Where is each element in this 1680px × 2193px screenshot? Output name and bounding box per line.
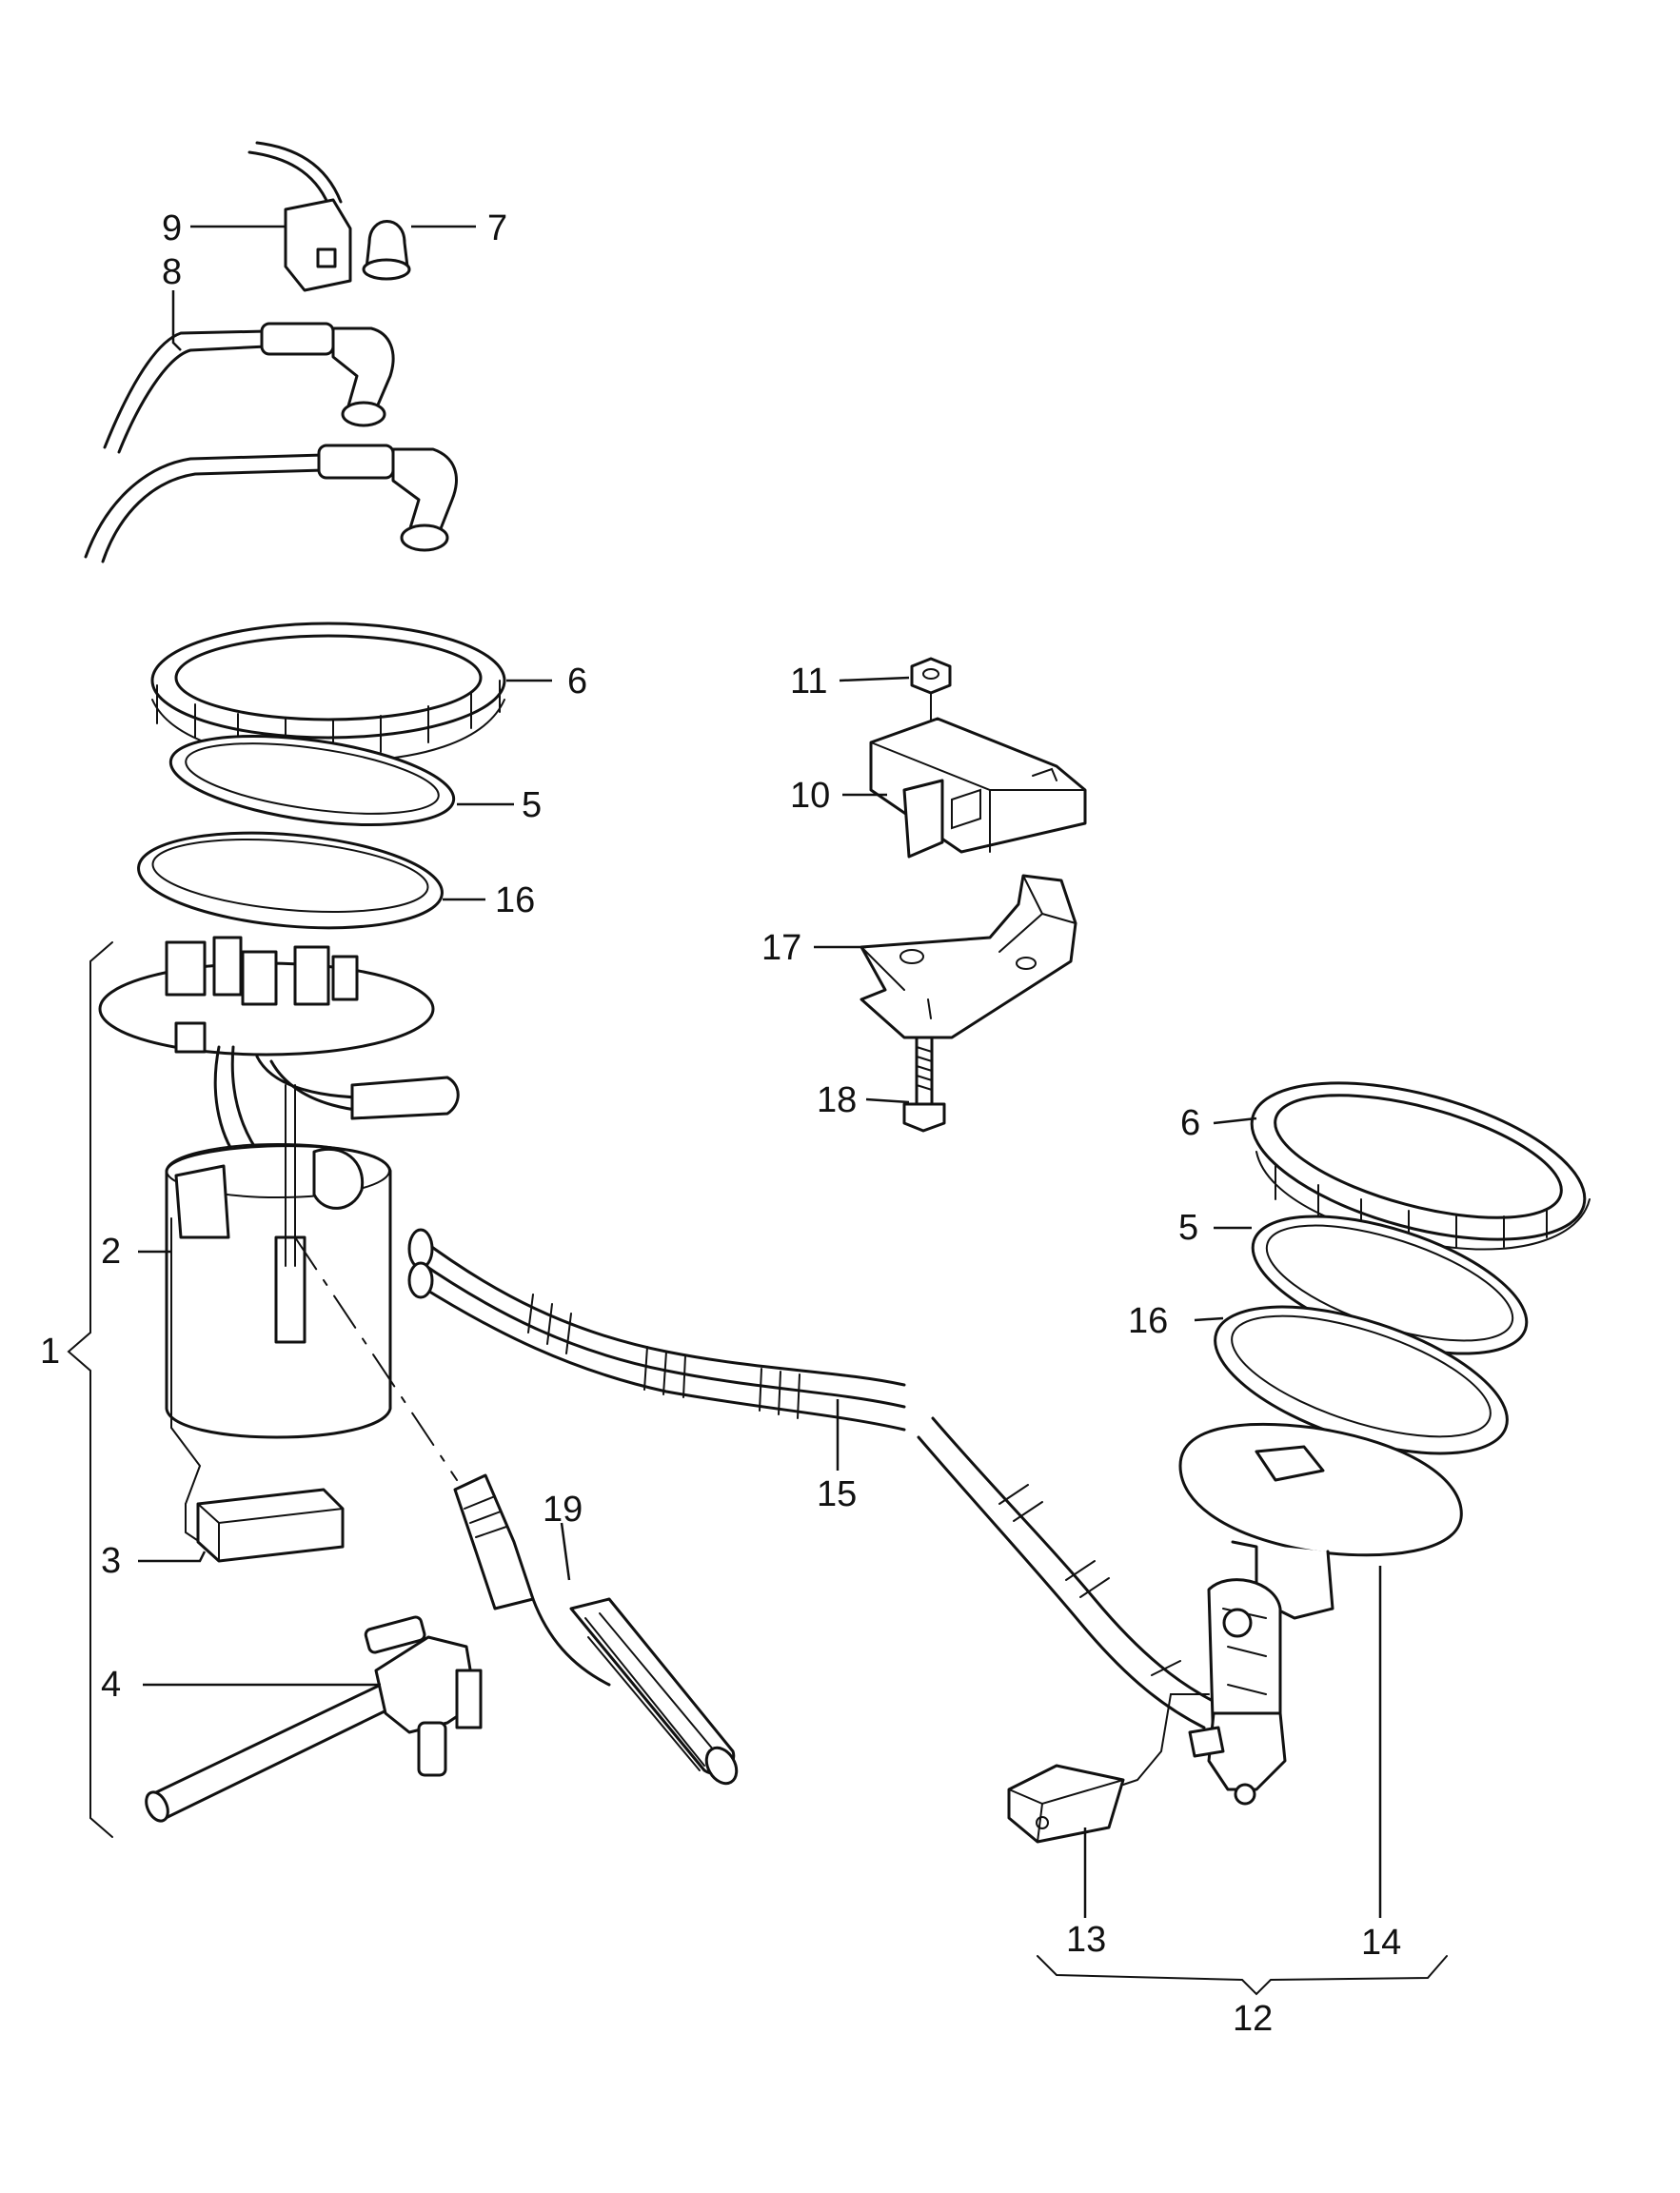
connector-part-9 <box>247 141 352 292</box>
callout-5-upper: 5 <box>522 785 542 825</box>
callout-11: 11 <box>790 662 827 701</box>
group-bracket-part-12 <box>1037 1955 1448 1996</box>
callout-5-lower: 5 <box>1178 1208 1198 1248</box>
callout-9: 9 <box>162 208 182 248</box>
callout-16-lower: 16 <box>1128 1301 1168 1341</box>
cap-part-7 <box>362 220 411 281</box>
sender-flange-part-14 <box>1178 1422 1463 1806</box>
bracket-part-17 <box>860 874 1077 1039</box>
callout-4: 4 <box>101 1665 121 1705</box>
locking-ring-part-6-upper <box>150 622 506 763</box>
callout-15: 15 <box>817 1474 857 1514</box>
group-bracket-part-1 <box>67 941 113 1838</box>
valve-part-4 <box>145 1615 483 1823</box>
callout-6-lower: 6 <box>1180 1103 1200 1143</box>
callout-10: 10 <box>790 776 830 816</box>
callout-14: 14 <box>1361 1923 1401 1963</box>
float-part-13 <box>1007 1693 1210 1844</box>
callout-7: 7 <box>487 208 507 248</box>
callout-12: 12 <box>1233 1999 1273 2039</box>
control-unit-part-10 <box>869 717 1087 859</box>
seal-ring-part-5-upper <box>168 734 456 827</box>
callout-17: 17 <box>761 928 801 968</box>
bolt-part-18 <box>902 1036 946 1133</box>
callout-16-upper: 16 <box>495 880 535 920</box>
callout-3: 3 <box>101 1541 121 1581</box>
locking-ring-part-6-lower <box>1250 1081 1591 1251</box>
callout-1: 1 <box>40 1332 60 1372</box>
callout-2: 2 <box>101 1232 121 1272</box>
leader-lines <box>138 225 1382 1918</box>
float-part-3 <box>185 1488 345 1563</box>
callout-8: 8 <box>162 252 182 292</box>
pump-module-part-2 <box>98 936 460 1505</box>
callout-18: 18 <box>817 1080 857 1120</box>
callout-13: 13 <box>1066 1920 1106 1960</box>
hose-part-8 <box>84 322 458 563</box>
nut-part-11 <box>910 657 952 724</box>
gasket-part-16-upper <box>137 831 444 930</box>
callouts: 1 2 3 4 5 5 6 6 7 8 9 10 11 12 13 14 15 … <box>40 208 1401 2039</box>
callout-6-upper: 6 <box>567 662 587 701</box>
callout-19: 19 <box>543 1490 583 1530</box>
hose-bundle-part-15 <box>407 1228 1220 1729</box>
filter-part-19 <box>294 1236 739 1786</box>
